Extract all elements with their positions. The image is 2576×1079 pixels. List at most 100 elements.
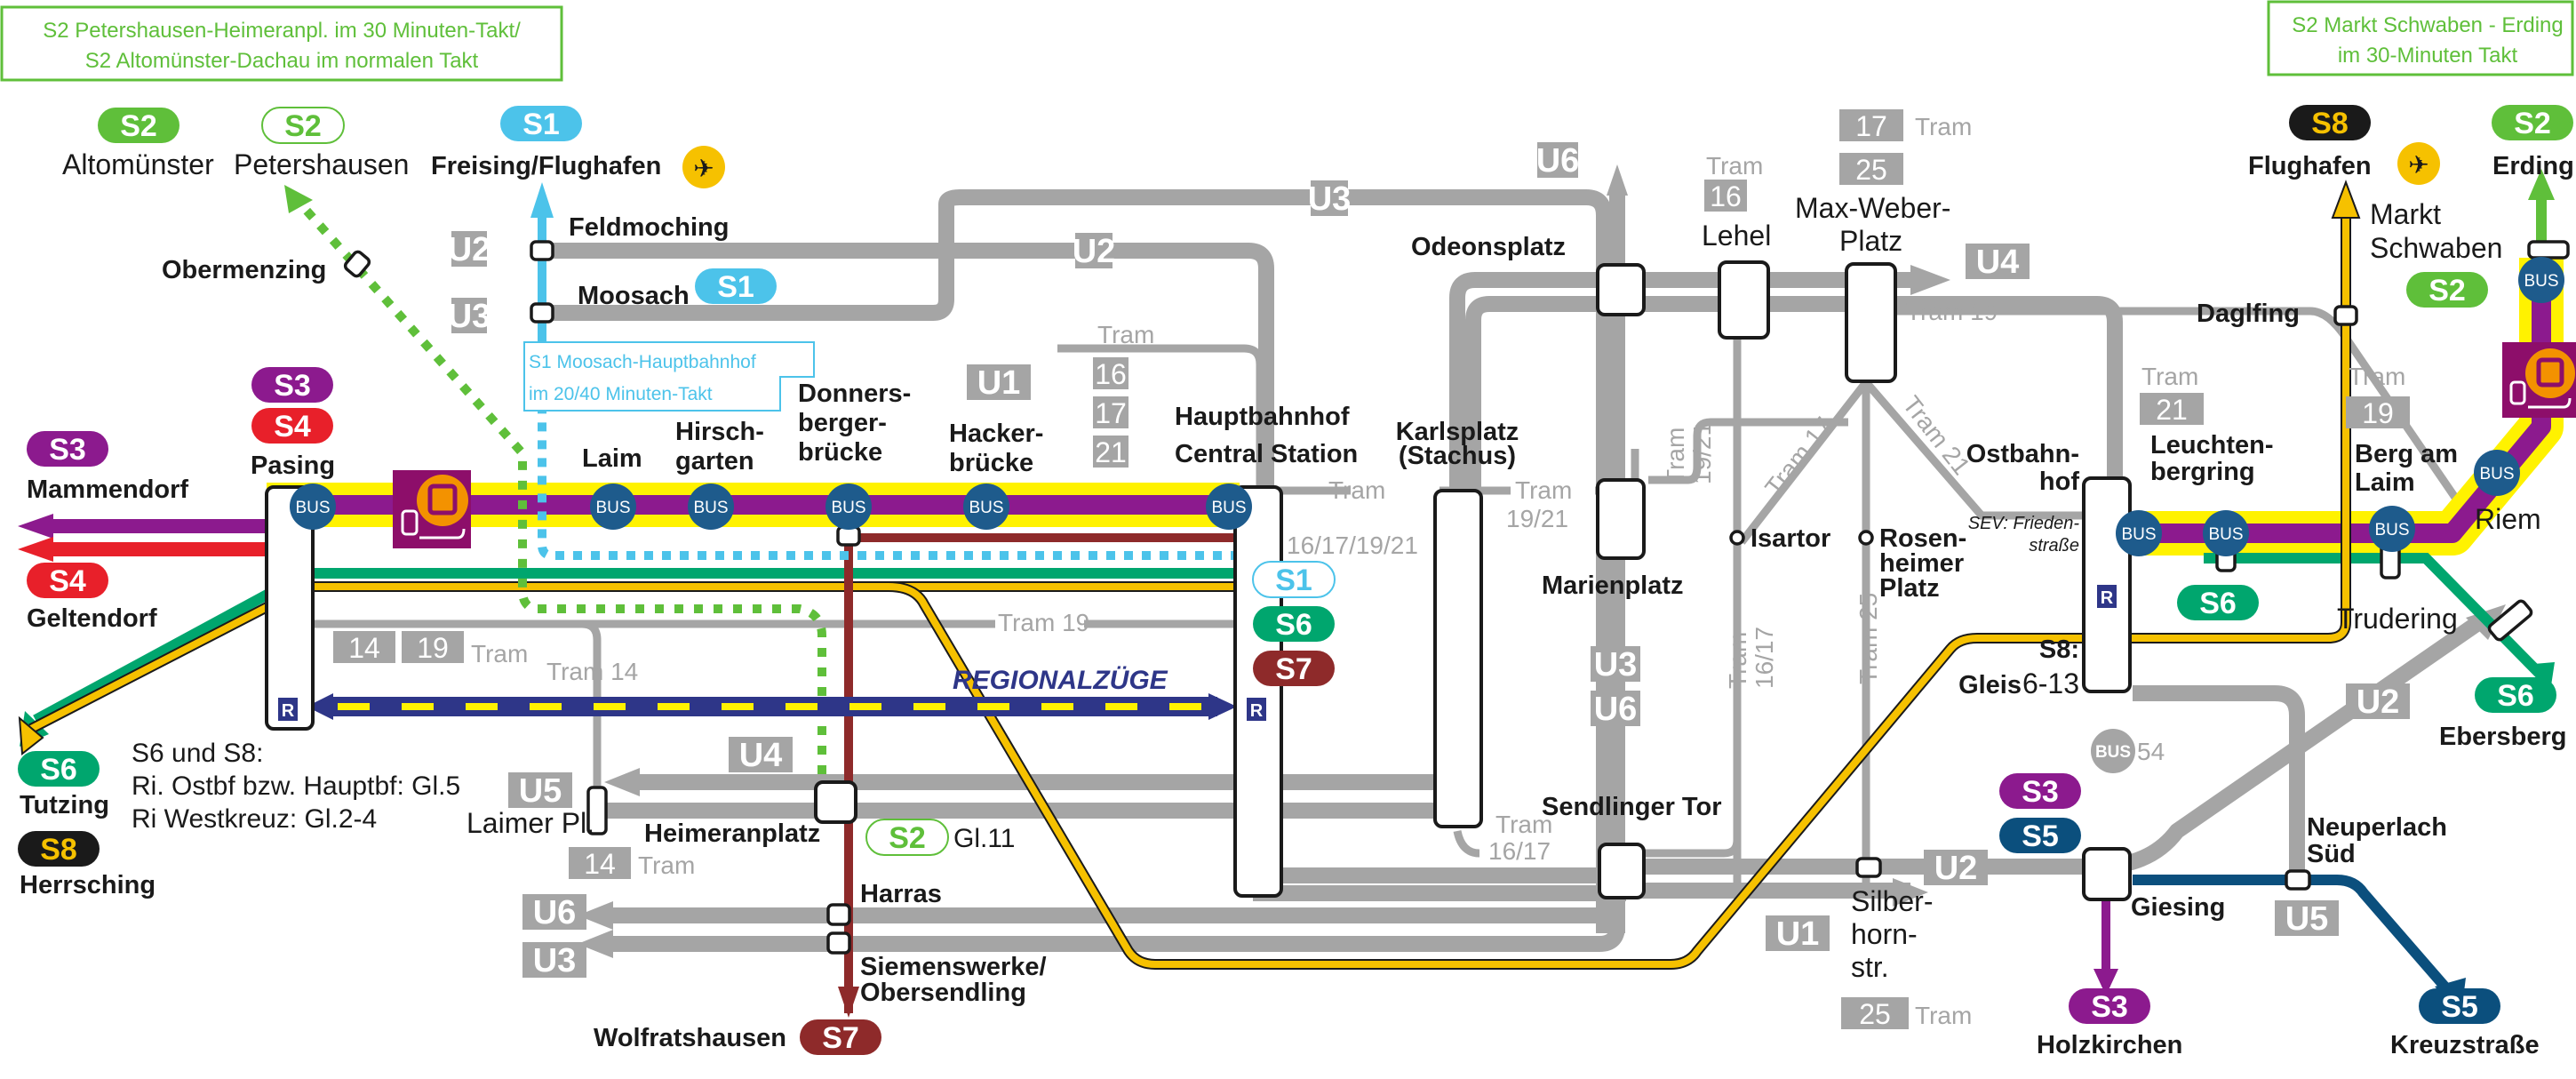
station-silberhornstrasse[interactable]: Silber-horn-str. xyxy=(1851,885,1933,983)
badge-s1-moosach[interactable]: S1 xyxy=(695,268,777,304)
badge-s2-markt-schwaben[interactable]: S2 xyxy=(2406,272,2488,308)
sendlinger-tor-box[interactable] xyxy=(1598,843,1646,899)
label-u3-marienplatz[interactable]: U3 xyxy=(1591,646,1640,683)
odeonsplatz-box[interactable] xyxy=(1596,263,1646,316)
badge-s5-giesing[interactable]: S5 xyxy=(1999,818,2081,853)
station-erding[interactable]: Erding xyxy=(2492,152,2574,180)
station-daglfing[interactable]: Daglfing xyxy=(2197,300,2300,328)
badge-s4-pasing[interactable]: S4 xyxy=(251,408,333,444)
station-ebersberg[interactable]: Ebersberg xyxy=(2439,723,2566,751)
obermenzing-stop[interactable] xyxy=(343,250,371,278)
badge-s3-mammendorf[interactable]: S3 xyxy=(27,431,108,467)
station-obermenzing[interactable]: Obermenzing xyxy=(162,256,326,284)
station-riem[interactable]: Riem xyxy=(2475,503,2541,535)
station-trudering[interactable]: Trudering xyxy=(2337,603,2458,635)
label-u3-top[interactable]: U3 xyxy=(1308,180,1352,218)
station-altomuenster[interactable]: Altomünster xyxy=(62,148,214,180)
daglfing-stop[interactable] xyxy=(2333,305,2358,326)
label-u6-marienplatz[interactable]: U6 xyxy=(1591,691,1640,728)
badge-s3-pasing[interactable]: S3 xyxy=(251,367,333,403)
silberhornstr-stop[interactable] xyxy=(1855,857,1882,878)
station-mammendorf[interactable]: Mammendorf xyxy=(27,476,188,504)
station-max-weber-platz[interactable]: Max-Weber-Platz xyxy=(1795,192,1950,257)
badge-s6-tutzing[interactable]: S6 xyxy=(18,751,100,787)
station-laim[interactable]: Laim xyxy=(582,444,642,473)
label-u5-west[interactable]: U5 xyxy=(508,772,572,810)
label-u3-moosach[interactable]: U3 xyxy=(448,298,491,335)
station-heimeranplatz[interactable]: Heimeranplatz xyxy=(644,819,820,848)
label-u2-east[interactable]: U2 xyxy=(2346,683,2410,721)
badge-s2-heimeranplatz[interactable]: S2 xyxy=(865,819,949,856)
trudering-stop[interactable] xyxy=(2487,599,2533,642)
badge-s3-holzkirchen[interactable]: S3 xyxy=(2069,988,2150,1024)
hauptbahnhof-box[interactable] xyxy=(1233,485,1283,898)
station-laimer-platz[interactable]: Laimer Pl. xyxy=(467,807,594,839)
label-u1-east[interactable]: U1 xyxy=(1766,915,1830,953)
badge-s1-freising[interactable]: S1 xyxy=(500,106,582,141)
station-flughafen[interactable]: Flughafen xyxy=(2248,152,2372,180)
badge-s1-hbf[interactable]: S1 xyxy=(1252,561,1336,598)
station-isartor[interactable]: Isartor xyxy=(1751,524,1830,553)
station-siemenswerke[interactable]: Siemenswerke/Obersendling xyxy=(860,953,1047,1007)
station-feldmoching[interactable]: Feldmoching xyxy=(569,213,729,242)
badge-s8-herrsching[interactable]: S8 xyxy=(18,831,100,867)
station-leuchtenbergring[interactable]: Leuchten-bergring xyxy=(2150,431,2274,486)
label-u3-west[interactable]: U3 xyxy=(522,942,586,979)
station-herrsching[interactable]: Herrsching xyxy=(20,871,156,899)
station-petershausen[interactable]: Petershausen xyxy=(234,148,409,180)
station-marienplatz[interactable]: Marienplatz xyxy=(1542,571,1684,600)
feldmoching-stop[interactable] xyxy=(530,240,554,261)
isartor-stop[interactable] xyxy=(1729,530,1745,546)
station-pasing[interactable]: Pasing xyxy=(251,452,335,480)
badge-s2-erding[interactable]: S2 xyxy=(2492,105,2573,140)
station-giesing[interactable]: Giesing xyxy=(2131,893,2225,922)
station-karlsplatz[interactable]: Karlsplatz(Stachus) xyxy=(1396,418,1519,470)
badge-s3-giesing[interactable]: S3 xyxy=(1999,773,2081,809)
siemenswerke-stop[interactable] xyxy=(826,931,851,955)
max-weber-platz-box[interactable] xyxy=(1845,262,1897,383)
badge-s6-hbf[interactable]: S6 xyxy=(1253,606,1335,642)
station-hirschgarten[interactable]: Hirsch-garten xyxy=(675,418,764,476)
badge-s5-kreuzstrasse[interactable]: S5 xyxy=(2419,988,2500,1024)
label-u2-giesing[interactable]: U2 xyxy=(1924,850,1988,887)
label-u4-west[interactable]: U4 xyxy=(729,737,793,774)
station-odeonsplatz[interactable]: Odeonsplatz xyxy=(1411,233,1566,261)
station-sendlinger-tor[interactable]: Sendlinger Tor xyxy=(1542,793,1721,821)
pasing-box[interactable] xyxy=(265,485,315,731)
station-wolfratshausen[interactable]: Wolfratshausen xyxy=(594,1024,786,1052)
label-u2-feldmoching[interactable]: U2 xyxy=(448,231,491,268)
badge-s4-geltendorf[interactable]: S4 xyxy=(27,563,108,598)
station-kreuzstrasse[interactable]: Kreuzstraße xyxy=(2390,1031,2540,1059)
badge-s8-flughafen[interactable]: S8 xyxy=(2289,105,2371,140)
harras-stop[interactable] xyxy=(826,903,851,926)
label-u1-hbf[interactable]: U1 xyxy=(967,364,1031,402)
karlsplatz-box[interactable] xyxy=(1433,489,1483,828)
station-harras[interactable]: Harras xyxy=(860,880,942,908)
station-donnersbergerbruecke[interactable]: Donners-berger-brücke xyxy=(798,380,911,467)
station-moosach[interactable]: Moosach xyxy=(578,282,690,310)
station-ostbahnhof[interactable]: Ostbahn-hof xyxy=(1966,440,2080,496)
neuperlach-sued-stop[interactable] xyxy=(2285,869,2311,891)
badge-s2-altomuenster[interactable]: S2 xyxy=(98,108,179,143)
station-freising-flughafen[interactable]: Freising/Flughafen xyxy=(431,152,661,180)
badge-s7-wolfratshausen[interactable]: S7 xyxy=(800,1019,881,1055)
laimer-platz-stop[interactable] xyxy=(586,786,608,835)
badge-s6-ebersberg[interactable]: S6 xyxy=(2475,677,2556,713)
station-tutzing[interactable]: Tutzing xyxy=(20,791,109,819)
markt-schwaben-stop[interactable] xyxy=(2527,240,2570,260)
badge-s6-leuchtenbergring[interactable]: S6 xyxy=(2177,585,2259,620)
label-u4-east[interactable]: U4 xyxy=(1966,244,2030,281)
label-u6-top[interactable]: U6 xyxy=(1536,142,1580,180)
lehel-box[interactable] xyxy=(1718,260,1770,340)
label-u5-east[interactable]: U5 xyxy=(2275,900,2339,938)
moosach-stop[interactable] xyxy=(530,302,554,324)
marienplatz-box[interactable] xyxy=(1596,478,1646,560)
badge-s2-petershausen[interactable]: S2 xyxy=(261,107,345,144)
giesing-box[interactable] xyxy=(2082,847,2132,901)
station-holzkirchen[interactable]: Holzkirchen xyxy=(2037,1031,2182,1059)
station-lehel[interactable]: Lehel xyxy=(1702,220,1771,252)
